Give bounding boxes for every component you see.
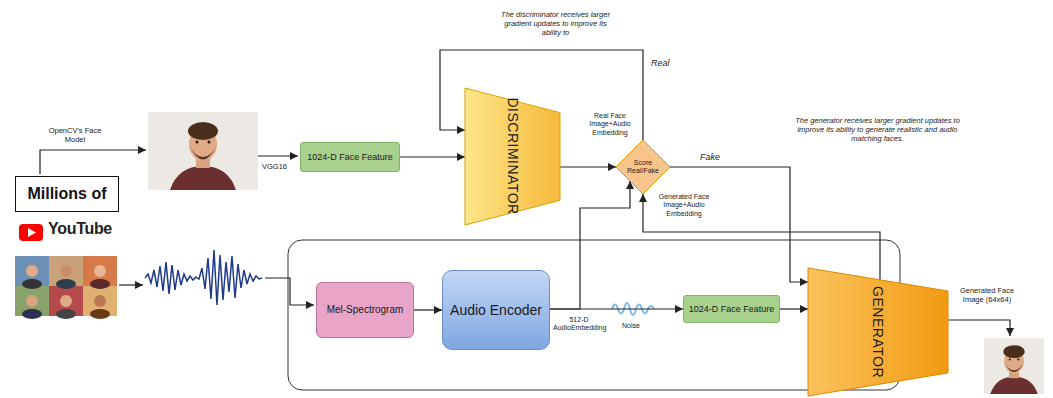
branch-label: Fake bbox=[700, 152, 720, 163]
output-label: Generated Face Image (64x64) bbox=[952, 286, 1022, 304]
source-title: Millions of bbox=[15, 176, 119, 212]
waveform bbox=[145, 250, 262, 305]
connector bbox=[780, 308, 808, 309]
node-text: Score Real/Fake bbox=[625, 159, 661, 175]
arrow-label: VGG16 bbox=[262, 162, 287, 171]
face-photo bbox=[148, 112, 258, 190]
generated-face-photo bbox=[975, 338, 1053, 394]
branch-label: Real bbox=[651, 58, 670, 69]
connector bbox=[550, 181, 630, 309]
note: The discriminator receives larger gradie… bbox=[498, 10, 613, 37]
collage bbox=[15, 256, 117, 319]
decision-diamond: Score Real/Fake bbox=[616, 140, 670, 194]
generator-block: GENERATOR bbox=[808, 268, 948, 396]
signal-label: Noise bbox=[622, 322, 640, 330]
discriminator-block: DISCRIMINATOR bbox=[465, 88, 560, 225]
feature-box: 1024-D Face Feature bbox=[683, 295, 780, 323]
node-text: 1024-D Face Feature bbox=[307, 152, 393, 162]
source-box: Millions of YouTube bbox=[15, 176, 119, 316]
connector bbox=[560, 166, 616, 167]
process-box: Mel-Spectrogram bbox=[316, 282, 414, 338]
signal-label: Generated Face Image+Audio Embedding bbox=[652, 193, 716, 218]
connector bbox=[643, 194, 880, 280]
node-text: Mel-Spectrogram bbox=[327, 304, 404, 316]
signal-label: 512-D AudioEmbedding bbox=[553, 316, 605, 333]
connector bbox=[670, 167, 808, 282]
node-text: GENERATOR bbox=[870, 286, 886, 378]
encoder-box: Audio Encoder bbox=[442, 270, 550, 350]
feature-box: 1024-D Face Feature bbox=[300, 142, 400, 172]
logo-text: YouTube bbox=[15, 220, 119, 238]
arrow-label: OpenCV's Face Model bbox=[44, 126, 106, 144]
shape-outline bbox=[465, 88, 560, 225]
signal-label: Real Face Image+Audio Embedding bbox=[582, 112, 638, 137]
node-text: Audio Encoder bbox=[450, 302, 542, 318]
shape-outline bbox=[616, 140, 670, 194]
play-icon bbox=[19, 224, 43, 241]
connector bbox=[414, 309, 442, 310]
node-text: DISCRIMINATOR bbox=[504, 98, 520, 215]
node-text: 1024-D Face Feature bbox=[689, 304, 775, 314]
shape-outline bbox=[808, 268, 948, 396]
connector bbox=[400, 156, 465, 157]
note: The generator receives larger gradient u… bbox=[795, 116, 960, 143]
